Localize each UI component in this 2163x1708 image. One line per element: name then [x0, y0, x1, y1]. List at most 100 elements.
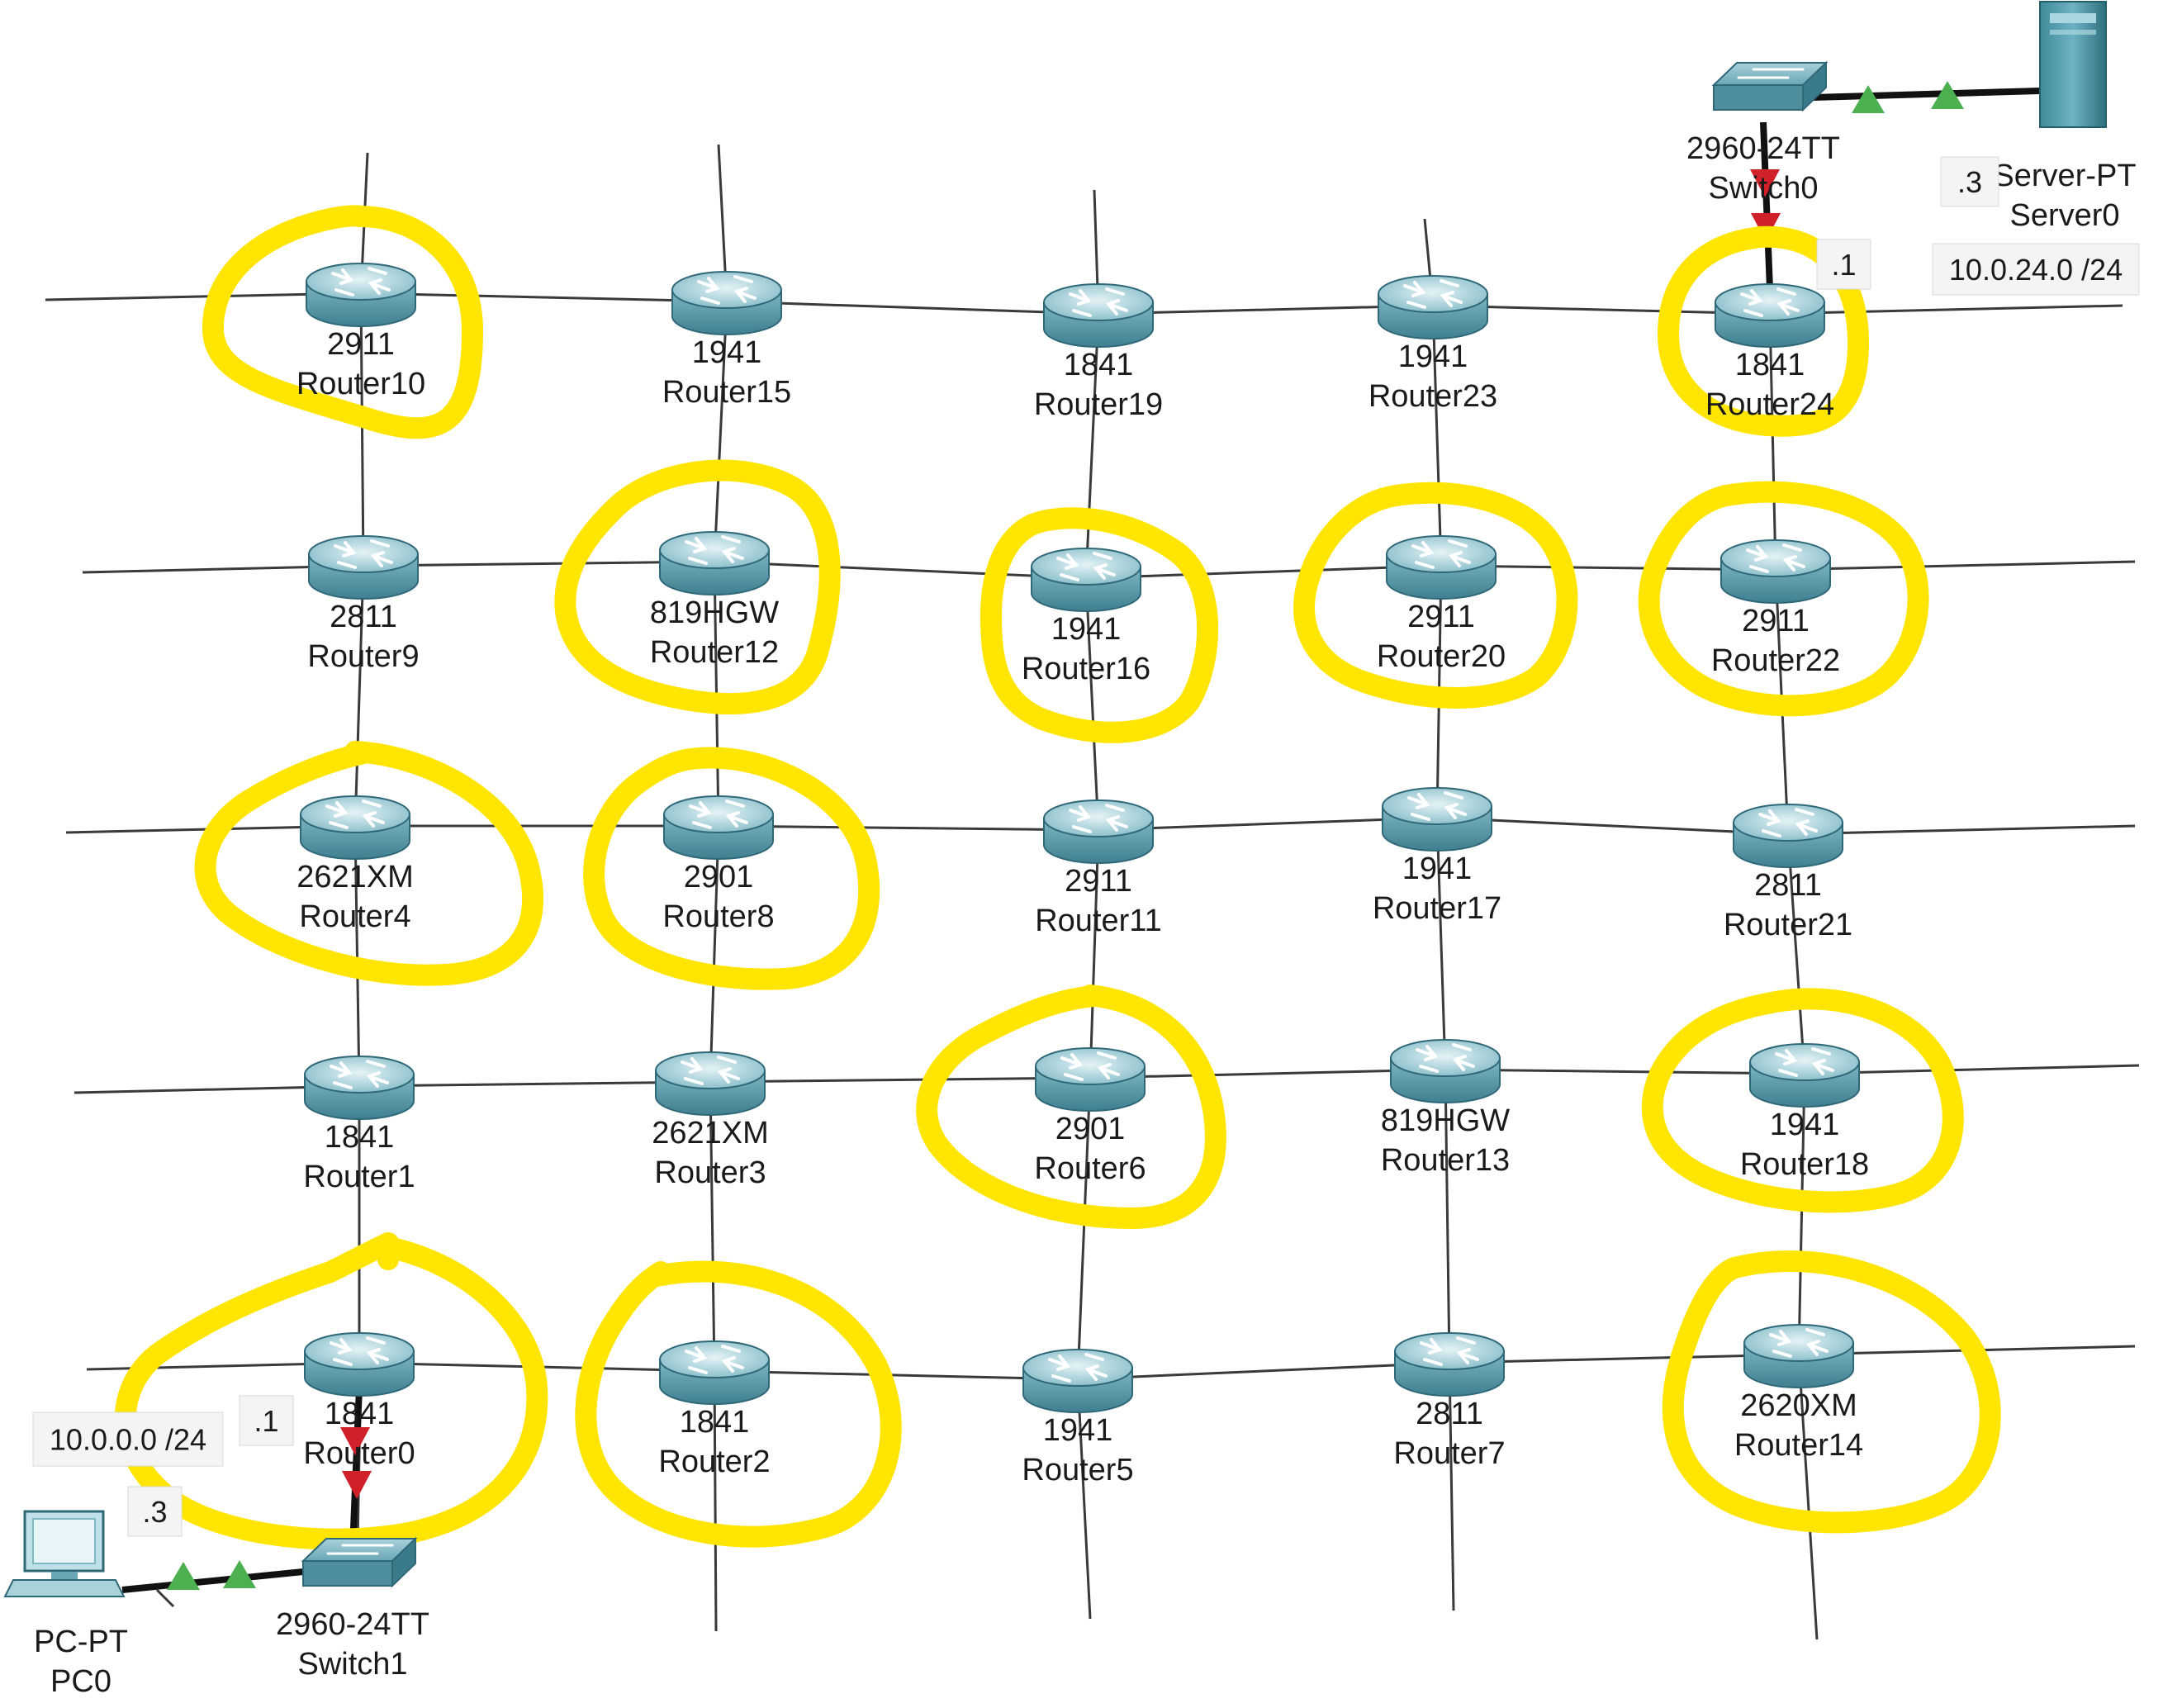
link-edge-right-row2: [1787, 824, 2136, 836]
switch-model-label: 2960-24TT: [1686, 131, 1840, 166]
link-stub-6: [1076, 1378, 1092, 1620]
router-model-label: 2811: [1754, 868, 1822, 903]
address-annotations: 10.0.24.0 /24.3.110.0.0.0 /24.1.3: [32, 156, 2140, 1537]
pc-host-label: .3: [127, 1486, 183, 1537]
router-name-label: Router19: [1034, 387, 1163, 422]
router-model-label: 1941: [1770, 1108, 1840, 1142]
router-icon: [1043, 283, 1154, 348]
link-router15-router12: [713, 301, 728, 562]
router-name-label: Router16: [1022, 652, 1150, 686]
link-router20-router22: [1440, 564, 1776, 572]
router-model-label: 1841: [1735, 348, 1805, 382]
router-router14[interactable]: 2620XM Router14: [1734, 1324, 1863, 1463]
switch-name-label: Switch0: [1708, 171, 1818, 206]
highlight-circle-router10: [202, 205, 483, 439]
link-router15-router19: [726, 300, 1099, 316]
router-name-label: Router9: [307, 639, 419, 674]
router-name-label: Router14: [1734, 1428, 1863, 1463]
link-router13-router7: [1444, 1069, 1451, 1364]
link-down-indicator: [1750, 169, 1780, 197]
router-model-label: 1941: [1043, 1413, 1113, 1448]
link-router24-router22: [1768, 313, 1777, 571]
router-name-label: Router20: [1377, 639, 1506, 674]
router-icon: [659, 531, 770, 595]
server-network-label: 10.0.24.0 /24: [1932, 243, 2140, 296]
router-name-label: Router5: [1022, 1453, 1133, 1487]
link-router23-router24: [1432, 304, 1771, 316]
router-icon: [1394, 1332, 1505, 1397]
router-icon: [1743, 1324, 1854, 1388]
router-model-label: 2911: [1407, 600, 1475, 634]
link-stub-7: [1448, 1362, 1455, 1611]
router-model-label: 1941: [692, 335, 762, 370]
link-router1-router3: [358, 1080, 711, 1088]
router-name-label: Router4: [299, 899, 410, 934]
highlight-circle-router22: [1638, 481, 1929, 717]
router-router3[interactable]: 2621XM Router3: [652, 1051, 769, 1190]
link-router17-router21: [1436, 816, 1789, 836]
pc-icon: [3, 1510, 126, 1597]
link-pc0-stub: [155, 1588, 175, 1608]
router-name-label: Router22: [1711, 643, 1840, 678]
router-icon: [1720, 539, 1831, 604]
router0-interface-label: .1: [239, 1395, 294, 1446]
link-edge-right-row1: [1775, 560, 2136, 572]
router-model-label: 2911: [1065, 864, 1132, 899]
pc-network-label-text: 10.0.0.0 /24: [50, 1423, 206, 1457]
switch-switch0[interactable]: 2960-24TT Switch0: [1686, 60, 1840, 206]
router-model-label: 1841: [325, 1397, 395, 1431]
server-host-label-text: .3: [1957, 165, 1982, 199]
link-stub-8: [1797, 1354, 1819, 1640]
link-router8-router3: [709, 825, 720, 1083]
router0-interface-label-text: .1: [254, 1404, 278, 1438]
router-name-label: Router23: [1368, 379, 1497, 414]
pc-network-label: 10.0.0.0 /24: [32, 1411, 224, 1467]
device-name-label: PC0: [50, 1664, 111, 1699]
router-model-label: 2621XM: [652, 1116, 769, 1151]
router-model-label: 1841: [1064, 348, 1134, 382]
highlight-circle-router4: [194, 741, 543, 986]
link-router23-router20: [1431, 305, 1443, 567]
router-icon: [304, 1056, 415, 1120]
highlight-circle-router20: [1293, 482, 1578, 709]
router-model-label: 2620XM: [1740, 1388, 1857, 1423]
router-name-label: Router12: [650, 635, 779, 670]
router-name-label: Router3: [654, 1155, 766, 1190]
link-router10-router15: [360, 292, 728, 303]
server-host-label: .3: [1940, 156, 1999, 207]
highlight-circle-router2: [575, 1260, 902, 1548]
router-name-label: Router15: [662, 375, 791, 410]
link-down-indicator: [342, 1471, 372, 1499]
router-model-label: 1841: [680, 1405, 750, 1440]
link-router9-router12: [363, 560, 715, 567]
router-name-label: Router24: [1705, 387, 1834, 422]
link-pc0-switch1: [121, 1568, 304, 1593]
link-router8-router11: [718, 824, 1099, 832]
